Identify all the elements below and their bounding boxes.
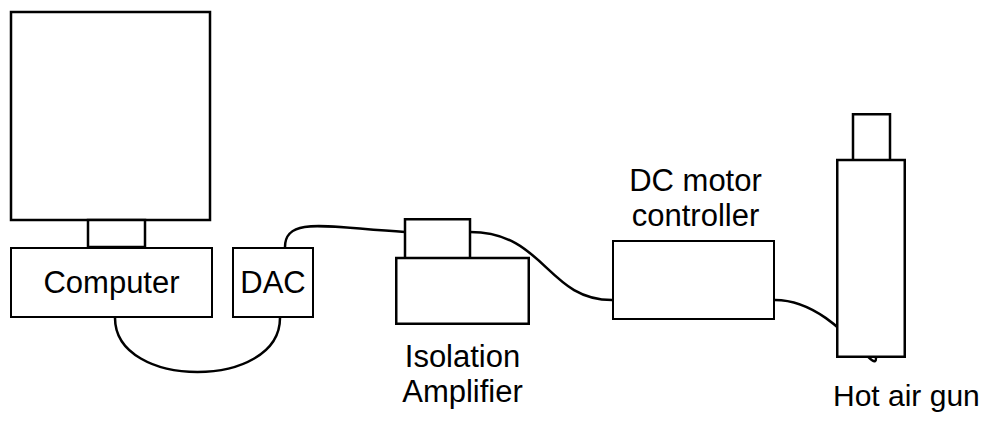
wire [285, 226, 405, 247]
computer-box: Computer [10, 247, 213, 318]
gun-nozzle [853, 114, 890, 160]
dac-box: DAC [232, 247, 314, 318]
node-text: DAC [240, 265, 305, 300]
wire [115, 318, 280, 372]
amplifier-outline [395, 218, 530, 325]
gun-body [837, 160, 905, 357]
amplifier-base [396, 258, 529, 324]
node-label: DC motor controller [611, 163, 781, 233]
gun-outline [836, 113, 906, 358]
amplifier-top [405, 219, 470, 258]
monitor-stand [88, 220, 145, 247]
node-label: Isolation Amplifier [388, 339, 538, 409]
motor-controller-box: DC motor controller [612, 240, 775, 320]
node-text: Computer [43, 265, 179, 300]
isolation-amplifier: Isolation Amplifier [395, 218, 530, 325]
hot-air-gun: Hot air gun [836, 113, 906, 358]
node-label: Hot air gun [833, 378, 980, 413]
monitor-screen [11, 12, 210, 220]
